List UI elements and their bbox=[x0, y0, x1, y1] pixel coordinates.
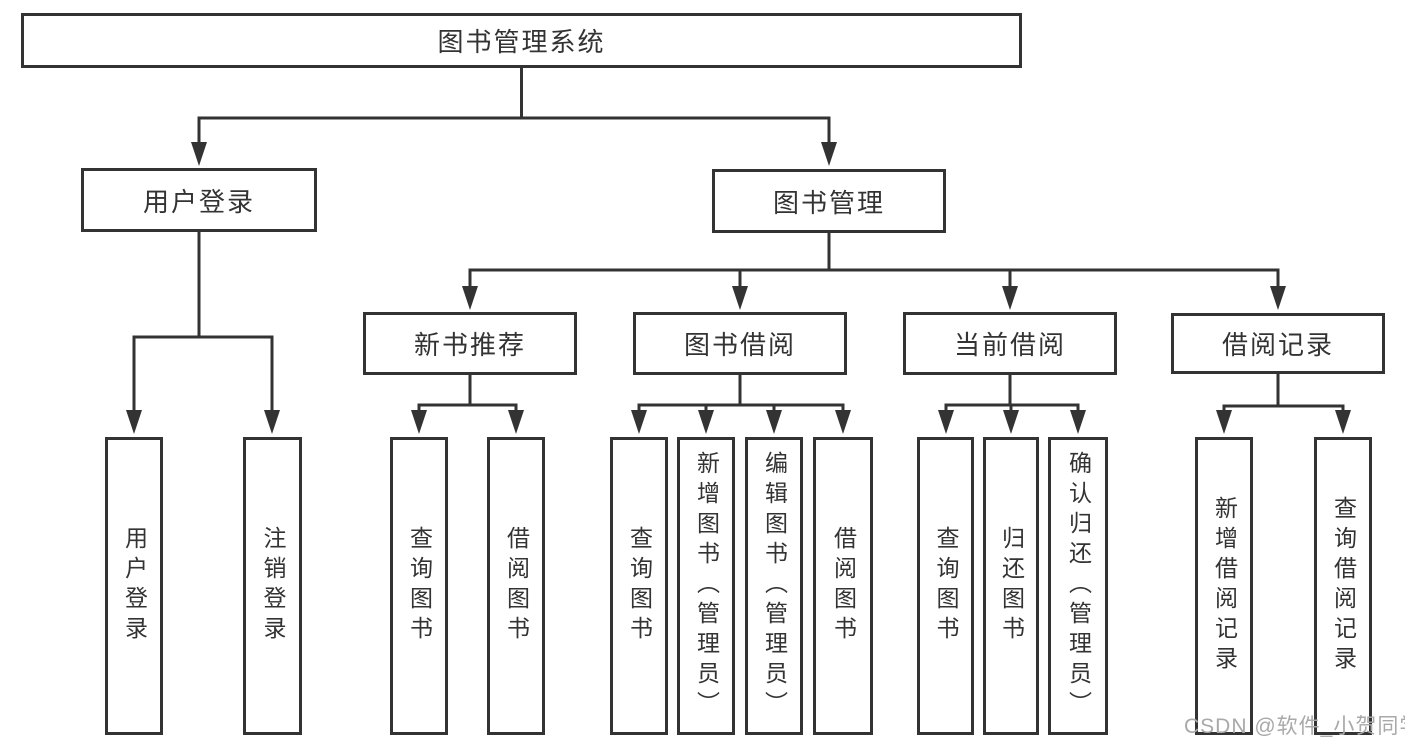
leaf-cb-confirm-return: 确认归还（管理员） bbox=[1048, 437, 1108, 735]
leaf-nbr-query-books: 查询图书 bbox=[390, 437, 448, 735]
node-book-borrowing-label: 图书借阅 bbox=[683, 330, 796, 360]
leaf-cb-return-books-label: 归还图书 bbox=[998, 526, 1025, 646]
connector-book-management-to-level3 bbox=[462, 233, 1286, 310]
leaf-bb-edit-books: 编辑图书（管理员） bbox=[745, 437, 803, 735]
connector-current-borrowing-to-leaves bbox=[938, 375, 1086, 434]
leaf-bb-borrow-books: 借阅图书 bbox=[813, 437, 873, 735]
node-book-management-label: 图书管理 bbox=[772, 187, 885, 218]
leaf-user-login-label: 用户登录 bbox=[121, 526, 148, 646]
node-book-management: 图书管理 bbox=[712, 169, 946, 233]
node-user-login: 用户登录 bbox=[81, 168, 317, 232]
node-borrowing-records: 借阅记录 bbox=[1171, 313, 1385, 374]
leaf-br-add-record-label: 新增借阅记录 bbox=[1211, 496, 1238, 676]
leaf-bb-add-books-label: 新增图书（管理员） bbox=[693, 451, 720, 721]
leaf-nbr-borrow-books-label: 借阅图书 bbox=[503, 526, 530, 646]
leaf-br-add-record: 新增借阅记录 bbox=[1195, 437, 1253, 735]
leaf-logout-label: 注销登录 bbox=[260, 526, 286, 646]
leaf-bb-query-books: 查询图书 bbox=[610, 437, 668, 735]
node-new-book-recommend-label: 新书推荐 bbox=[413, 330, 526, 360]
node-new-book-recommend: 新书推荐 bbox=[363, 312, 577, 375]
leaf-br-query-record-label: 查询借阅记录 bbox=[1330, 496, 1357, 676]
connector-new-book-recommend-to-leaves bbox=[411, 375, 524, 434]
leaf-bb-add-books: 新增图书（管理员） bbox=[677, 437, 735, 735]
connector-borrowing-records-to-leaves bbox=[1216, 374, 1351, 434]
leaf-cb-query-books: 查询图书 bbox=[917, 437, 974, 735]
connector-root-to-level2 bbox=[191, 68, 837, 166]
node-library-system-label: 图书管理系统 bbox=[437, 27, 606, 57]
leaf-nbr-borrow-books: 借阅图书 bbox=[487, 437, 545, 735]
node-library-system: 图书管理系统 bbox=[21, 13, 1022, 68]
leaf-cb-confirm-return-label: 确认归还（管理员） bbox=[1065, 451, 1092, 721]
leaf-bb-query-books-label: 查询图书 bbox=[626, 526, 653, 646]
leaf-br-query-record: 查询借阅记录 bbox=[1314, 437, 1372, 735]
leaf-nbr-query-books-label: 查询图书 bbox=[406, 526, 433, 646]
leaf-cb-return-books: 归还图书 bbox=[983, 437, 1039, 735]
csdn-watermark: CSDN @软件_小贺同学 bbox=[1184, 715, 1405, 738]
node-borrowing-records-label: 借阅记录 bbox=[1221, 330, 1334, 360]
leaf-logout: 注销登录 bbox=[243, 437, 302, 735]
leaf-bb-borrow-books-label: 借阅图书 bbox=[830, 526, 857, 646]
leaf-cb-query-books-label: 查询图书 bbox=[933, 526, 959, 646]
node-current-borrowing: 当前借阅 bbox=[903, 312, 1117, 375]
leaf-user-login: 用户登录 bbox=[105, 437, 163, 735]
node-user-login-label: 用户登录 bbox=[142, 186, 255, 217]
node-current-borrowing-label: 当前借阅 bbox=[953, 330, 1066, 360]
connector-book-borrowing-to-leaves bbox=[631, 375, 851, 434]
leaf-bb-edit-books-label: 编辑图书（管理员） bbox=[761, 451, 788, 721]
connector-user-login-to-leaves bbox=[126, 232, 280, 434]
node-book-borrowing: 图书借阅 bbox=[633, 312, 847, 375]
